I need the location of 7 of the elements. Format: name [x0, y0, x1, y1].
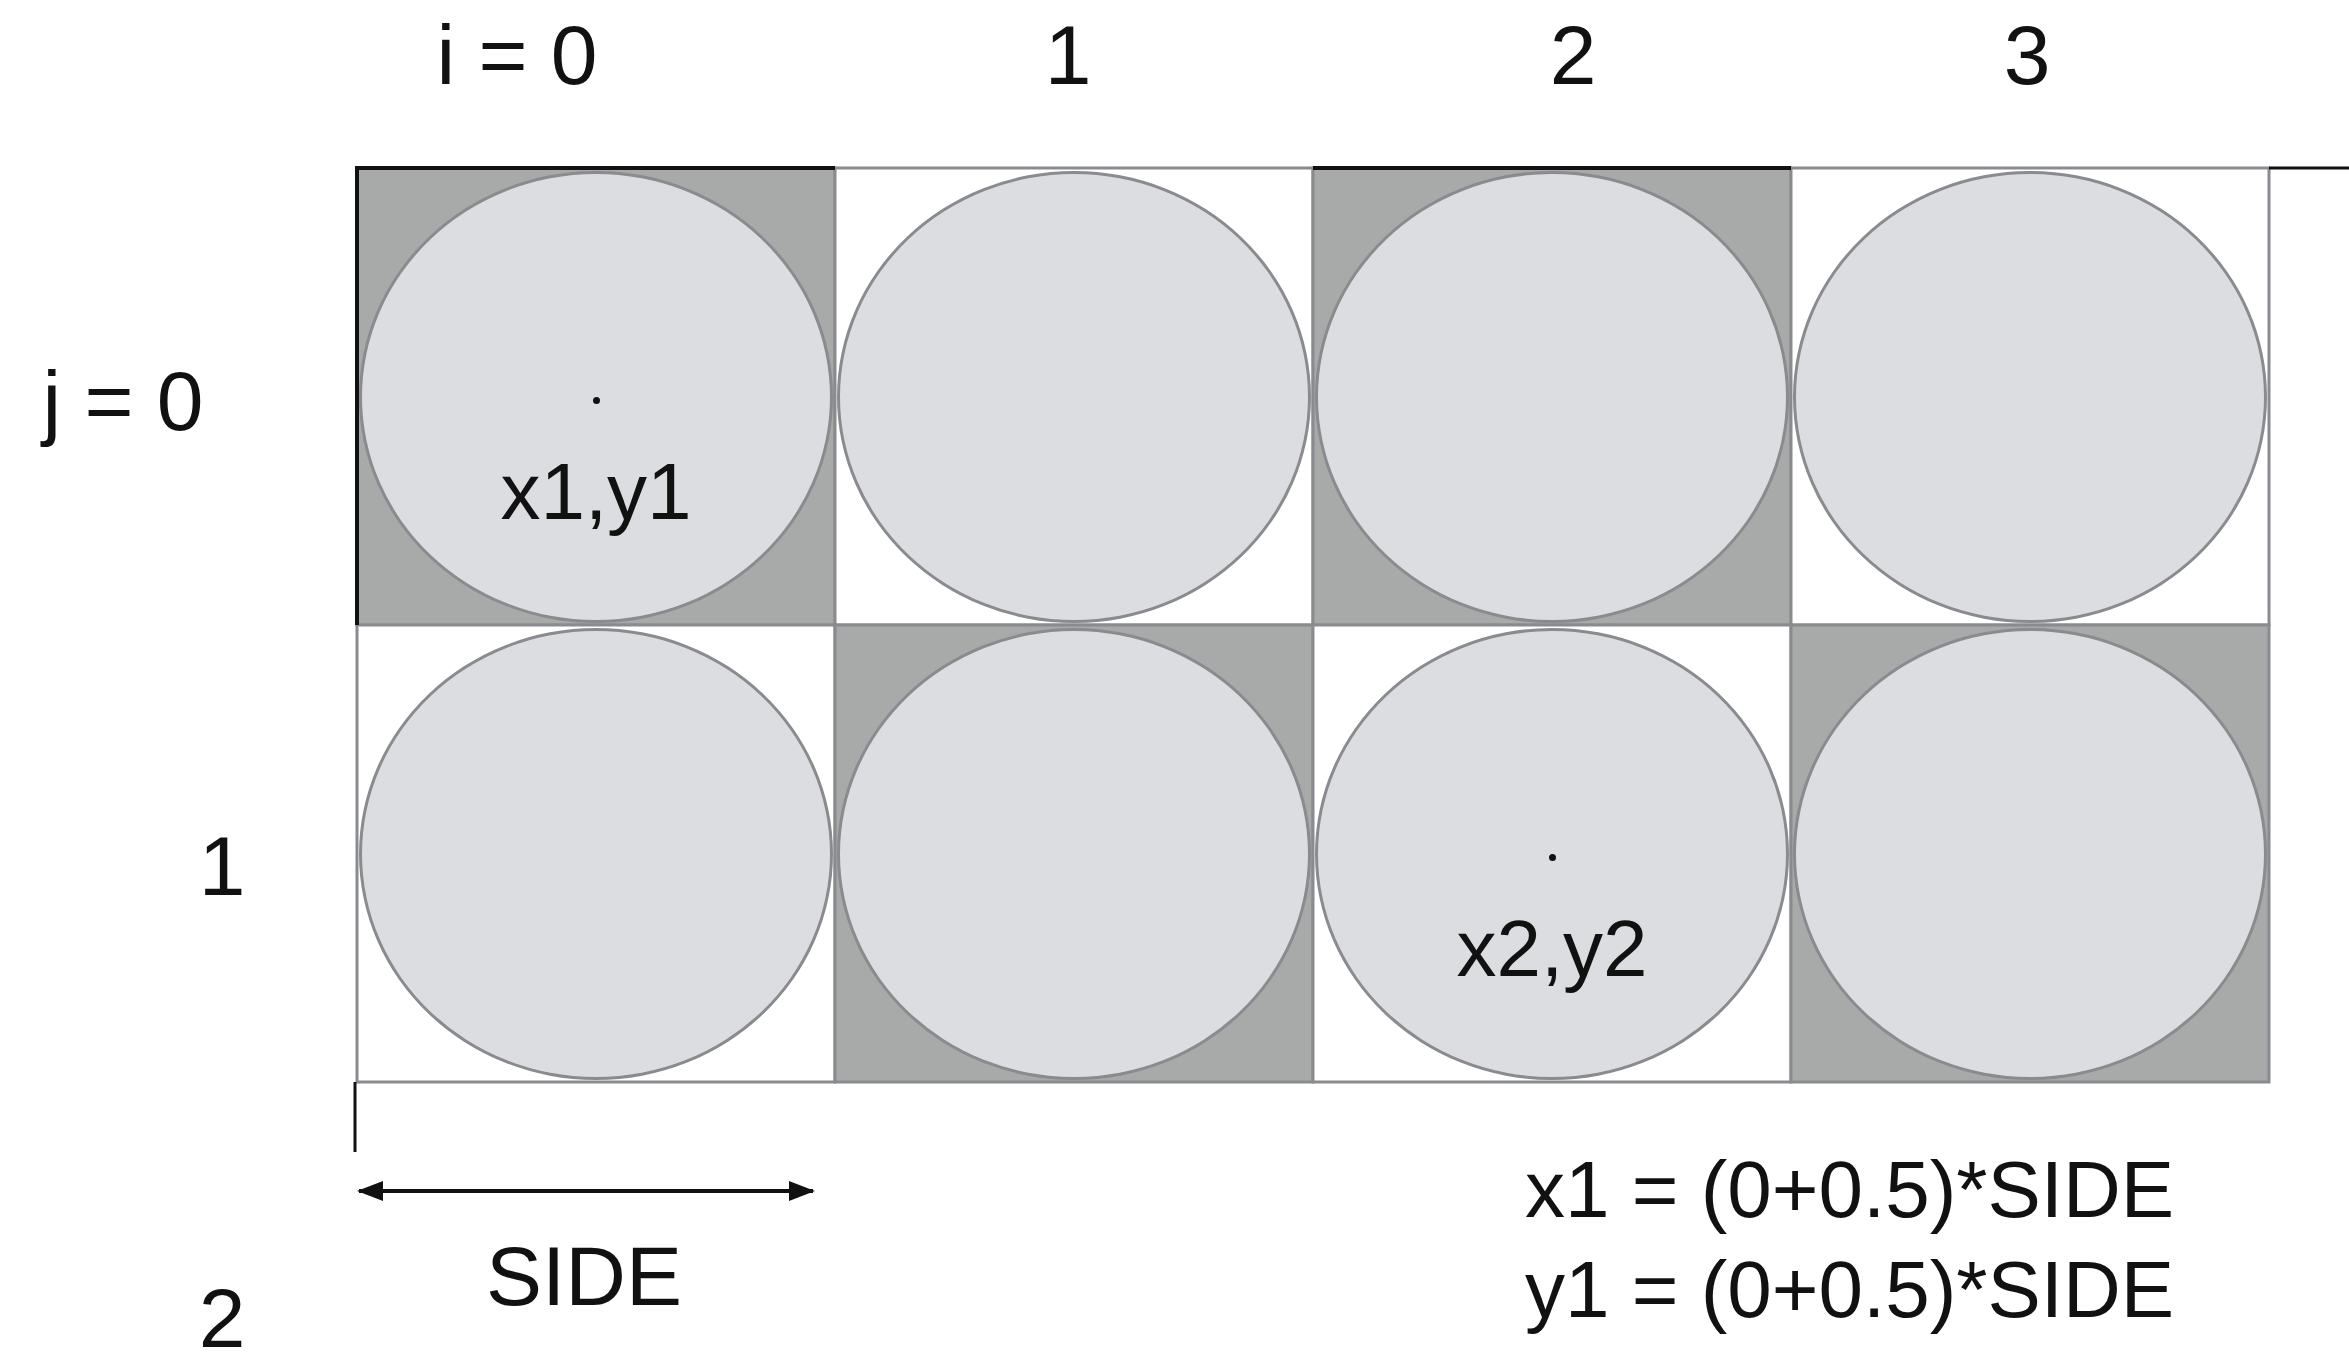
column-index: i = 0	[436, 13, 598, 97]
column-index: 2	[1549, 13, 1597, 97]
column-index: 3	[2003, 13, 2051, 97]
row-index: 2	[198, 1276, 246, 1354]
row-index: 1	[198, 824, 246, 908]
column-index: 1	[1044, 13, 1092, 97]
dimension-label: SIDE	[485, 1234, 683, 1318]
